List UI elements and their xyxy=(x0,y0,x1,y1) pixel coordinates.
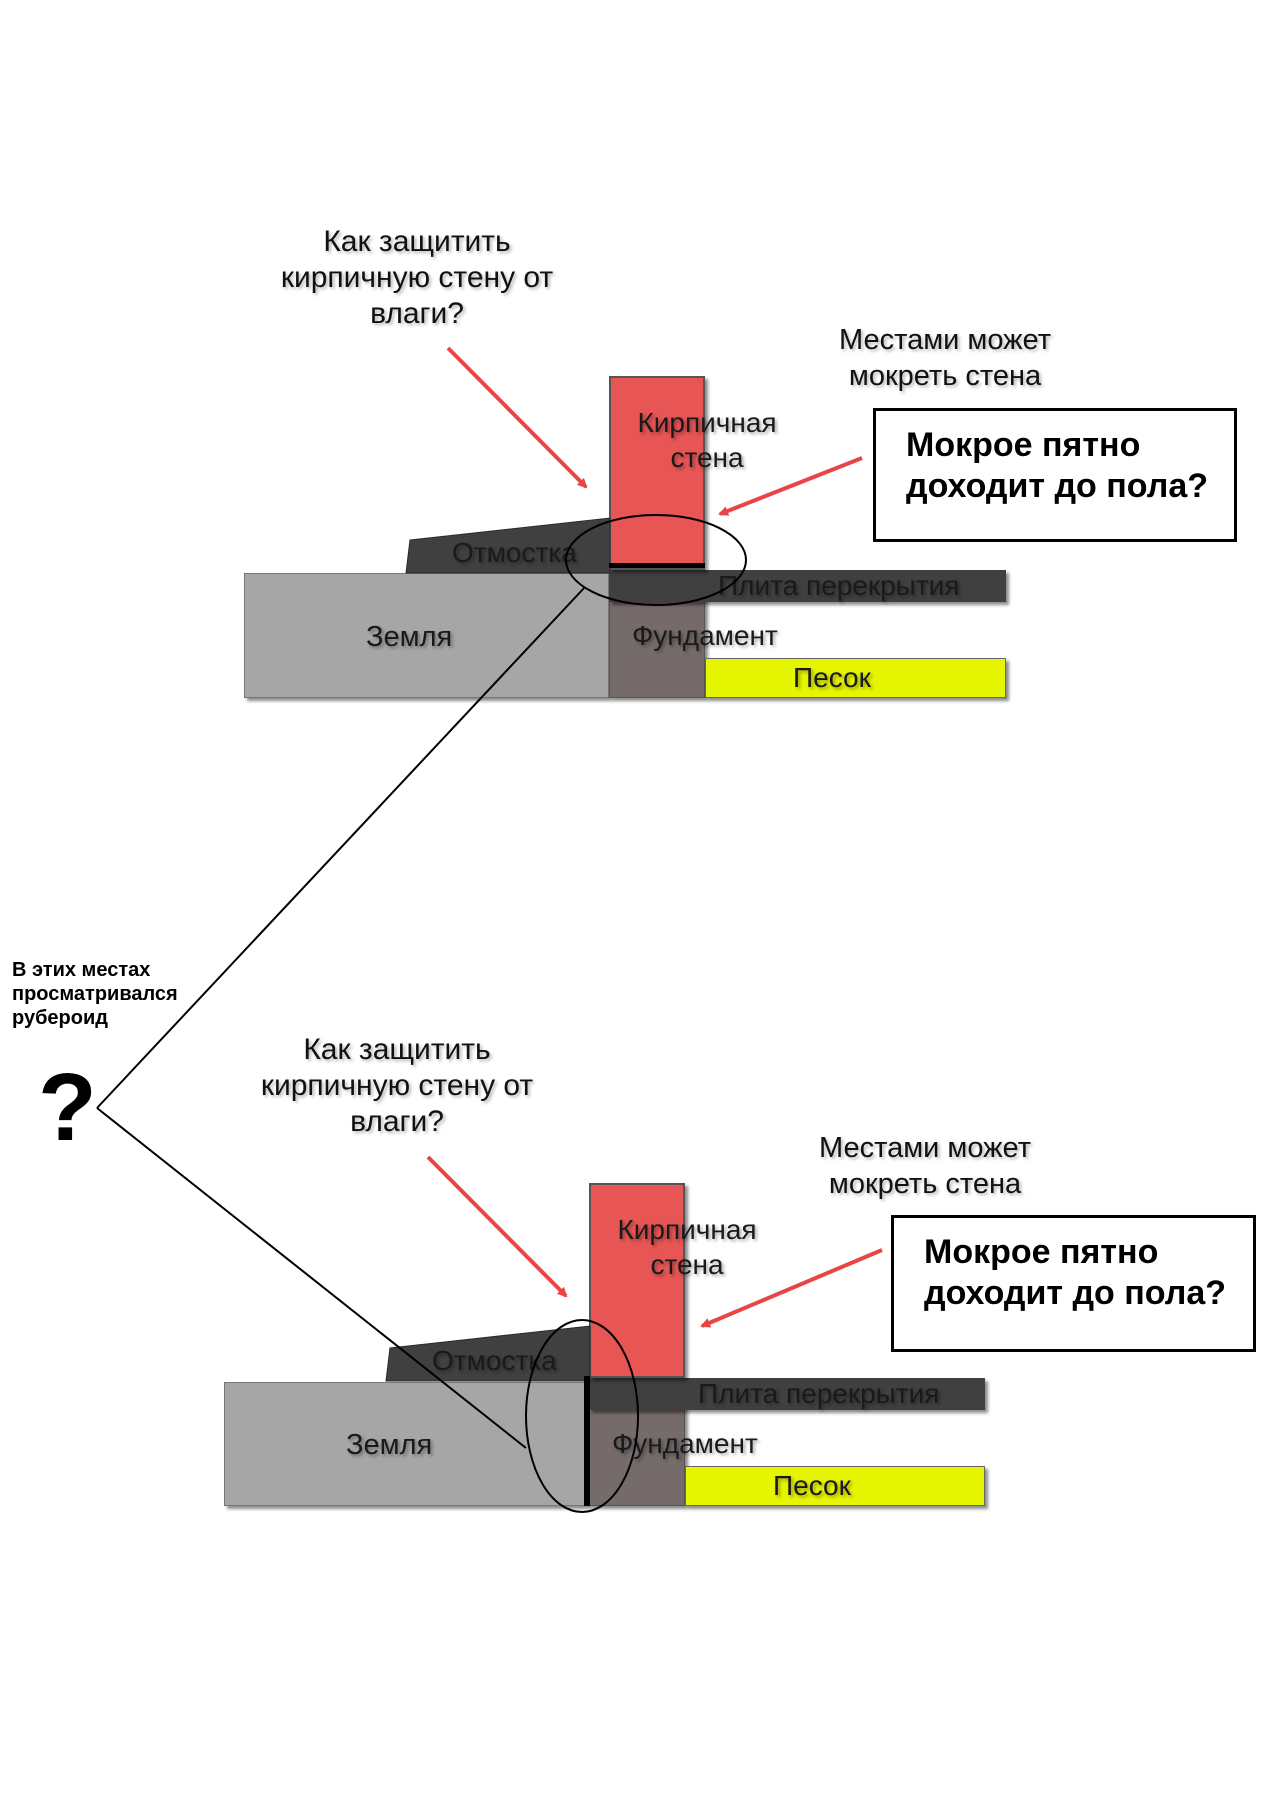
waterproofing-line xyxy=(584,1376,590,1506)
floor-slab-block xyxy=(609,570,1006,602)
waterproofing-line xyxy=(609,563,705,568)
question-text: Как защитить кирпичную стену от влаги? xyxy=(280,225,554,330)
sand-block xyxy=(705,658,1006,698)
wet-wall-arrow xyxy=(700,1248,883,1328)
wet-spot-callout: Мокрое пятно доходит до пола? xyxy=(891,1215,1256,1352)
brick-wall-block xyxy=(609,376,705,570)
question-mark: ? xyxy=(38,1054,97,1161)
roofing-felt-note: В этих местах просматривался рубероид xyxy=(12,959,178,1029)
sand-block xyxy=(685,1466,985,1506)
question-arrow xyxy=(446,346,588,489)
blind-area-block xyxy=(385,1325,591,1382)
slab-label: Плита перекрытия xyxy=(698,1378,940,1409)
wet-wall-arrow xyxy=(718,456,863,516)
ground-label: Земля xyxy=(346,1429,433,1461)
slab-label: Плита перекрытия xyxy=(718,570,960,601)
highlight-ellipse xyxy=(525,1319,639,1513)
question-arrow xyxy=(426,1155,568,1298)
brick-wall-block xyxy=(589,1183,685,1378)
wet-spot-callout: Мокрое пятно доходит до пола? xyxy=(873,408,1237,542)
sand-label: Песок xyxy=(793,662,871,693)
ground-block xyxy=(244,573,609,698)
foundation-label: Фундамент xyxy=(632,620,778,651)
connector-line xyxy=(96,1107,527,1449)
brick-wall-label: Кирпичная стена xyxy=(617,1214,757,1280)
connector-line xyxy=(96,586,586,1109)
sand-label: Песок xyxy=(773,1470,851,1501)
blind-area-block xyxy=(405,517,611,574)
question-text: Как защитить кирпичную стену от влаги? xyxy=(260,1033,534,1138)
brick-wall-label: Кирпичная стена xyxy=(637,407,777,473)
floor-slab-block xyxy=(589,1378,985,1410)
highlight-ellipse xyxy=(565,514,747,606)
blind-area-label: Отмостка xyxy=(452,537,577,568)
ground-label: Земля xyxy=(366,621,453,653)
wet-wall-note: Местами может мокреть стена xyxy=(839,324,1051,392)
wet-wall-note: Местами может мокреть стена xyxy=(819,1132,1031,1200)
